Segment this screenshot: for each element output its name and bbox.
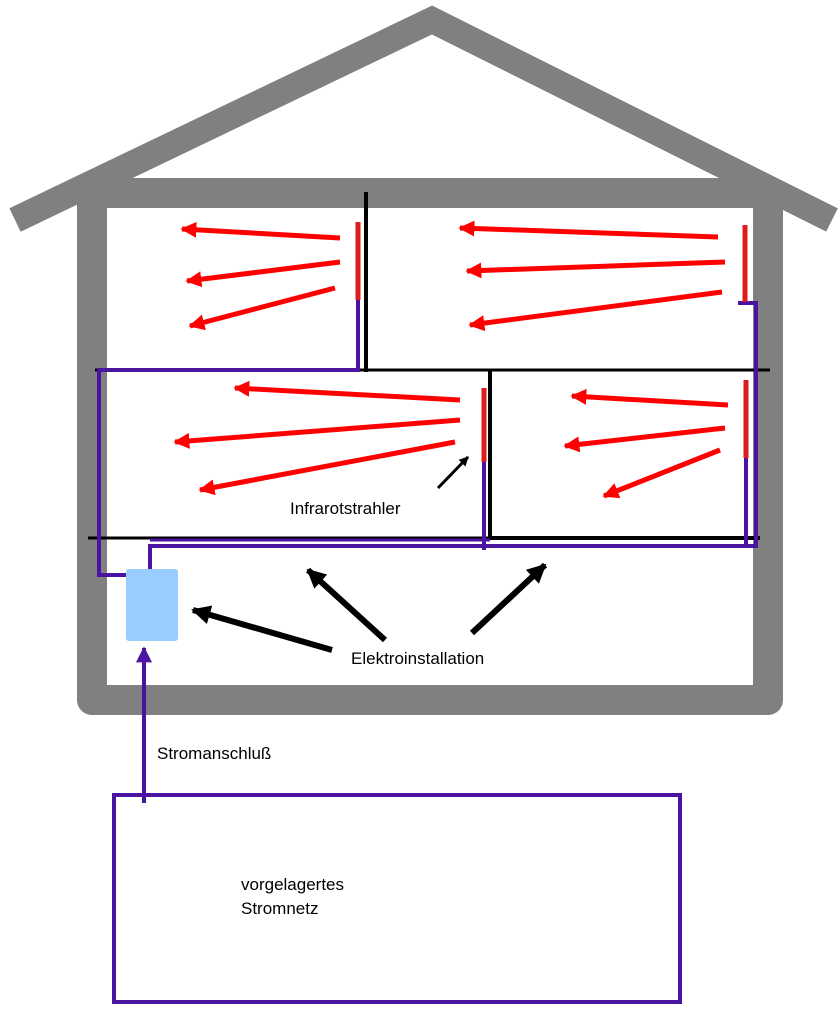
heat-arrow [233, 380, 461, 403]
wire-to-top-right [148, 301, 758, 575]
heat-arrow [602, 447, 721, 499]
installation-label: Elektroinstallation [351, 649, 484, 668]
heat-arrow [458, 220, 719, 240]
grid-label-line2: Stromnetz [241, 899, 318, 918]
heat-arrows-middle-left [173, 380, 461, 496]
attic-floor [92, 178, 772, 208]
heat-arrow [188, 285, 336, 331]
heat-arrows-middle-right [563, 388, 729, 499]
house-roof [9, 5, 838, 232]
heat-arrow [570, 388, 729, 408]
pointer-arrow-right-wire [469, 562, 548, 636]
pointer-arrow-heater [436, 455, 470, 490]
wire-to-top-left [97, 300, 360, 577]
grid-label-line1: vorgelagertes [241, 875, 344, 894]
heat-arrow [198, 439, 456, 496]
pointer-arrow-lower-wire [305, 567, 388, 643]
heat-arrow [180, 221, 341, 241]
pointer-arrow-box [191, 605, 333, 653]
connection-label: Stromanschluß [157, 744, 271, 763]
heat-arrow [468, 289, 723, 332]
house-walls [77, 195, 783, 715]
heat-arrow [563, 425, 726, 453]
heat-arrows-top-left [180, 221, 341, 331]
heat-arrow [173, 417, 461, 449]
grid-box [112, 793, 682, 1004]
heat-arrow [465, 259, 726, 279]
heat-arrow [185, 259, 341, 288]
heat-arrows-top-right [458, 220, 726, 332]
distribution-box [126, 569, 178, 641]
heater-label: Infrarotstrahler [290, 499, 401, 518]
